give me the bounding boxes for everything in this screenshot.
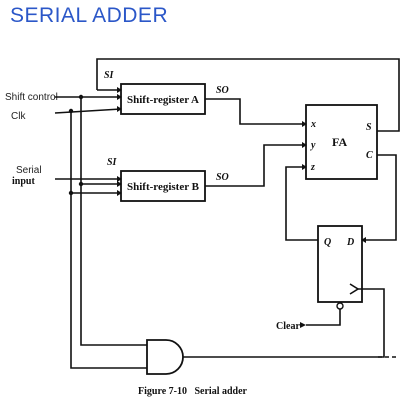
fa-c-port-label: C: [366, 150, 373, 161]
shift-register-b-label: Shift-register B: [127, 181, 200, 193]
clk-label: Clk: [11, 111, 26, 122]
register-b-so-label: SO: [216, 172, 229, 183]
figure-caption: Figure 7-10 Serial adder: [138, 386, 248, 397]
and-gate: [146, 339, 184, 375]
shift-register-a: Shift-register A: [120, 83, 206, 115]
clear-label: Clear: [276, 321, 300, 332]
register-a-so-label: SO: [216, 85, 229, 96]
serial-label: Serial: [16, 165, 42, 176]
ff-d-label: D: [346, 237, 354, 248]
fa-y-port-label: y: [310, 140, 316, 151]
d-flip-flop: Q D: [317, 225, 363, 310]
wires: [54, 58, 400, 369]
full-adder: FA x y z S C: [305, 104, 378, 180]
fa-s-port-label: S: [366, 122, 372, 133]
ff-q-label: Q: [324, 237, 331, 248]
shift-register-a-label: Shift-register A: [127, 94, 199, 106]
page-title: SERIAL ADDER: [10, 4, 169, 27]
input-label: input: [12, 176, 35, 187]
shift-control-label: Shift control: [5, 92, 58, 103]
clear-bubble-icon: [336, 302, 344, 310]
fa-x-port-label: x: [310, 119, 316, 130]
full-adder-label: FA: [332, 135, 347, 149]
fa-z-port-label: z: [310, 162, 315, 173]
register-a-si-label: SI: [104, 70, 115, 81]
shift-register-b: Shift-register B: [120, 170, 206, 202]
register-b-si-label: SI: [107, 157, 118, 168]
